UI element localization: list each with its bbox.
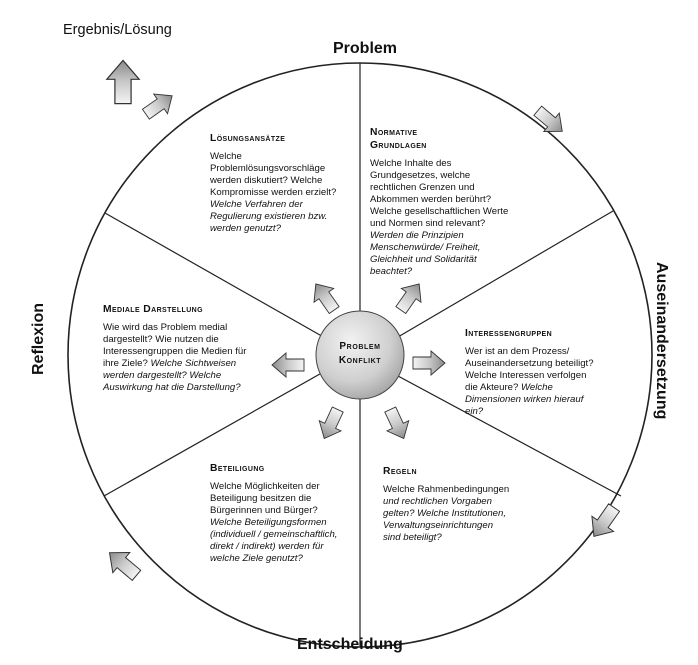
segment-normative-heading: Normative Grundlagen [370, 126, 518, 152]
center-line-problem: Problem [339, 341, 381, 352]
segment-interest-groups-italic: Welche Dimensionen wirken hierauf ein? [465, 382, 584, 417]
segment-normative: Normative Grundlagen Welche Inhalte des … [370, 126, 518, 278]
segment-media-italic: Welche Sichtweisen werden dargestellt? W… [103, 358, 241, 393]
segment-interest-groups-text: Wer ist an dem Prozess/ Auseinandersetzu… [465, 346, 594, 393]
segment-rules-italic: und rechtlichen Vorgaben gelten? Welche … [383, 496, 507, 543]
segment-rules-heading: Regeln [383, 466, 417, 477]
segment-normative-italic: Werden die Prinzipien Menschenwürde/ Fre… [370, 230, 481, 277]
segment-participation-italic: Welche Beteiligungsformen (individuell /… [210, 517, 338, 564]
label-result: Ergebnis/Lösung [63, 22, 172, 38]
segment-participation-heading: Beteiligung [210, 463, 265, 474]
segment-interest-groups: Interessengruppen Wer ist an dem Prozess… [465, 327, 600, 418]
arrow-cycle-top-left-icon [106, 59, 140, 105]
label-problem: Problem [333, 40, 398, 57]
center-disc [315, 310, 405, 400]
segment-solutions-italic: Welche Verfahren der Regulierung existie… [210, 199, 328, 234]
segment-media-heading: Mediale Darstellung [103, 304, 203, 315]
arrow-cycle-lower-left-icon [100, 542, 146, 586]
label-reflection: Reflexion [30, 302, 47, 375]
segment-normative-heading-line1: Normative [370, 127, 418, 138]
segment-solutions-text: Welche Problemlösungsvorschläge werden d… [210, 151, 337, 198]
segment-media-text: Wie wird das Problem medial dargestellt?… [103, 322, 247, 369]
segment-rules: Regeln Welche Rahmenbedingungen und rech… [383, 465, 513, 544]
segment-solutions-heading: Lösungsansätze [210, 133, 286, 144]
label-dispute: Auseinandersetzung [653, 262, 670, 420]
center-label: Problem Konflikt [320, 340, 400, 368]
center-line-conflict: Konflikt [338, 355, 382, 366]
segment-participation-text: Welche Möglichkeiten der Beteiligung bes… [210, 481, 320, 516]
segment-participation: Beteiligung Welche Möglichkeiten der Bet… [210, 462, 348, 565]
label-decision: Entscheidung [297, 636, 403, 653]
segment-normative-heading-line2: Grundlagen [370, 140, 427, 151]
segment-media: Mediale Darstellung Wie wird das Problem… [103, 303, 253, 394]
spokes [103, 63, 622, 647]
segment-rules-text: Welche Rahmenbedingungen [383, 484, 510, 495]
segment-interest-groups-heading: Interessengruppen [465, 328, 553, 339]
arrow-cycle-upper-left-icon [138, 85, 180, 125]
segment-solutions: Lösungsansätze Welche Problemlösungsvors… [210, 132, 350, 235]
segment-normative-text: Welche Inhalte des Grundgesetzes, welche… [370, 158, 509, 229]
